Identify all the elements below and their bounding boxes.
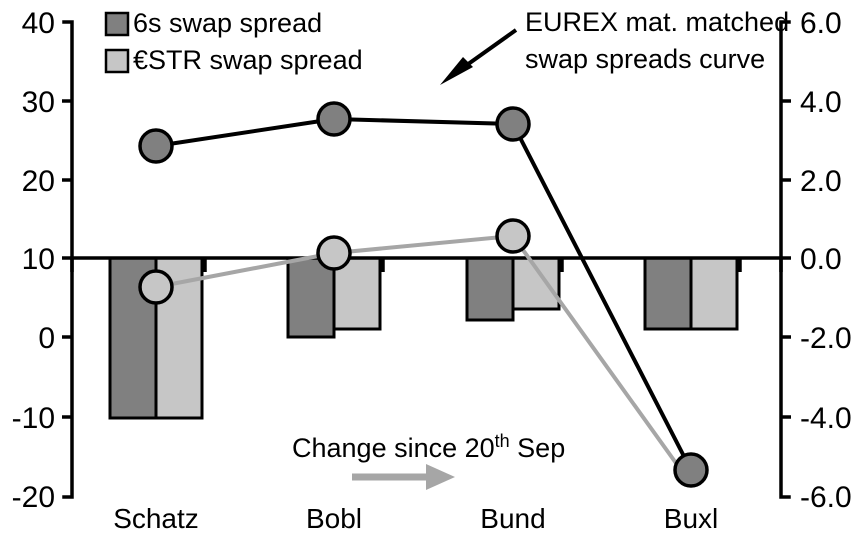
right-tick-label-5: -4.0 [800,402,852,435]
change-arrow-icon [352,464,455,490]
right-tick-label-2: 2.0 [800,165,842,198]
light-marker-bobl[interactable] [316,235,352,271]
right-tick-label-6: -6.0 [800,481,852,514]
bar-6s-bobl[interactable] [286,256,336,339]
legend-swatch-6s [104,11,130,37]
dark-marker-schatz[interactable] [138,128,174,164]
dark-marker-buxl[interactable] [673,452,709,488]
cat-label-bobl: Bobl [306,503,362,534]
left-tick-label-1: 30 [22,86,55,119]
right-tick-label-0: 6.0 [800,7,842,40]
right-tick-label-4: -2.0 [800,322,852,355]
eurex-callout-line2: swap spreads curve [525,44,765,74]
bar-estr-buxl[interactable] [689,256,739,331]
eurex-callout-line1: EUREX mat. matched [525,7,789,37]
annotation-change-callout: Change since 20th Sep [292,431,565,490]
light-marker-bund[interactable] [495,218,531,254]
left-tick-label-6: -20 [12,481,55,514]
line-series-eurex-curve [138,101,709,488]
legend-swatch-estr [104,48,130,74]
bar-6s-bund[interactable] [465,256,515,322]
right-axis: 6.0 4.0 2.0 0.0 -2.0 -4.0 -6.0 [779,7,852,514]
annotation-eurex-callout: EUREX mat. matched swap spreads curve [440,7,789,85]
legend-item-6s-swap-spread[interactable]: 6s swap spread [104,8,322,38]
legend: 6s swap spread €STR swap spread [104,8,363,75]
callout-arrow-icon [440,28,518,85]
left-axis: 40 30 20 10 0 -10 -20 [12,7,74,514]
cat-label-schatz: Schatz [113,503,199,534]
left-tick-label-2: 20 [22,165,55,198]
left-tick-label-3: 10 [22,243,55,276]
cat-label-bund: Bund [480,503,545,534]
right-tick-label-1: 4.0 [800,86,842,119]
dark-series-path [154,117,693,472]
bar-estr-bobl[interactable] [332,256,382,331]
legend-item-estr-swap-spread[interactable]: €STR swap spread [104,45,363,75]
dark-marker-bobl[interactable] [316,101,352,137]
change-callout-superscript: th [495,431,510,451]
category-labels: Schatz Bobl Bund Buxl [113,503,718,534]
left-tick-label-4: 0 [38,322,55,355]
change-callout-prefix: Change since 20 [292,433,495,463]
change-callout-suffix: Sep [510,433,566,463]
category-axis [70,256,783,272]
dark-marker-bund[interactable] [495,106,531,142]
legend-label-estr: €STR swap spread [133,45,363,75]
light-series-path [154,234,693,486]
legend-label-6s: 6s swap spread [133,8,322,38]
left-tick-label-0: 40 [22,7,55,40]
right-tick-label-3: 0.0 [800,243,842,276]
line-series-change-since-20th-sep [138,218,693,486]
bar-6s-buxl[interactable] [643,256,693,331]
cat-label-buxl: Buxl [664,503,718,534]
light-marker-schatz[interactable] [138,269,174,305]
change-callout-text: Change since 20th Sep [292,431,565,463]
left-tick-label-5: -10 [12,402,55,435]
